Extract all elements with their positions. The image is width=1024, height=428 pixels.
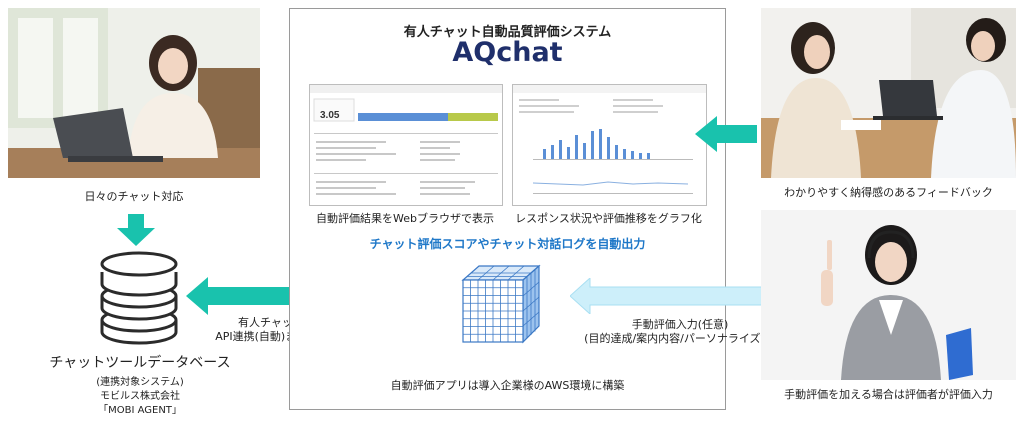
graph-caption: レスポンス状況や評価推移をグラフ化 bbox=[515, 212, 702, 225]
graph-screenshot bbox=[512, 84, 707, 206]
feedback-arrow-icon bbox=[695, 116, 757, 152]
manual-input-arrow-icon bbox=[570, 278, 770, 314]
db-title: チャットツールデータベース bbox=[49, 355, 231, 371]
down-arrow-icon bbox=[117, 214, 155, 246]
manual-text-line-1: 手動評価入力(任意) bbox=[631, 318, 729, 331]
woman-laptop-photo bbox=[8, 8, 260, 178]
photo-caption: 日々のチャット対応 bbox=[84, 190, 184, 203]
dashboard-caption: 自動評価結果をWebブラウザで表示 bbox=[316, 212, 494, 225]
cube-icon bbox=[461, 264, 541, 344]
score-value: 3.05 bbox=[320, 110, 340, 121]
db-line-3: 「MOBI AGENT」 bbox=[98, 405, 182, 416]
feedback-caption: わかりやすく納得感のあるフィードバック bbox=[784, 186, 993, 199]
evaluator-photo bbox=[761, 210, 1016, 380]
evaluator-caption: 手動評価を加える場合は評価者が評価入力 bbox=[784, 388, 993, 401]
panel-subtitle: 有人チャット自動品質評価システム bbox=[403, 25, 612, 40]
aqchat-panel: 有人チャット自動品質評価システム AQchat 3.05 bbox=[289, 8, 726, 410]
panel-title: AQchat bbox=[452, 37, 563, 68]
dashboard-screenshot: 3.05 bbox=[309, 84, 503, 206]
highlight-text: チャット評価スコアやチャット対話ログを自動出力 bbox=[369, 237, 646, 251]
database-icon bbox=[100, 251, 178, 345]
db-line-2: モビルス株式会社 bbox=[100, 391, 180, 402]
meeting-photo bbox=[761, 8, 1016, 178]
footer-text: 自動評価アプリは導入企業様のAWS環境に構築 bbox=[390, 379, 625, 392]
db-line-1: (連携対象システム) bbox=[96, 377, 184, 388]
manual-text-line-2: (目的達成/案内内容/パーソナライズ等) bbox=[584, 332, 776, 345]
